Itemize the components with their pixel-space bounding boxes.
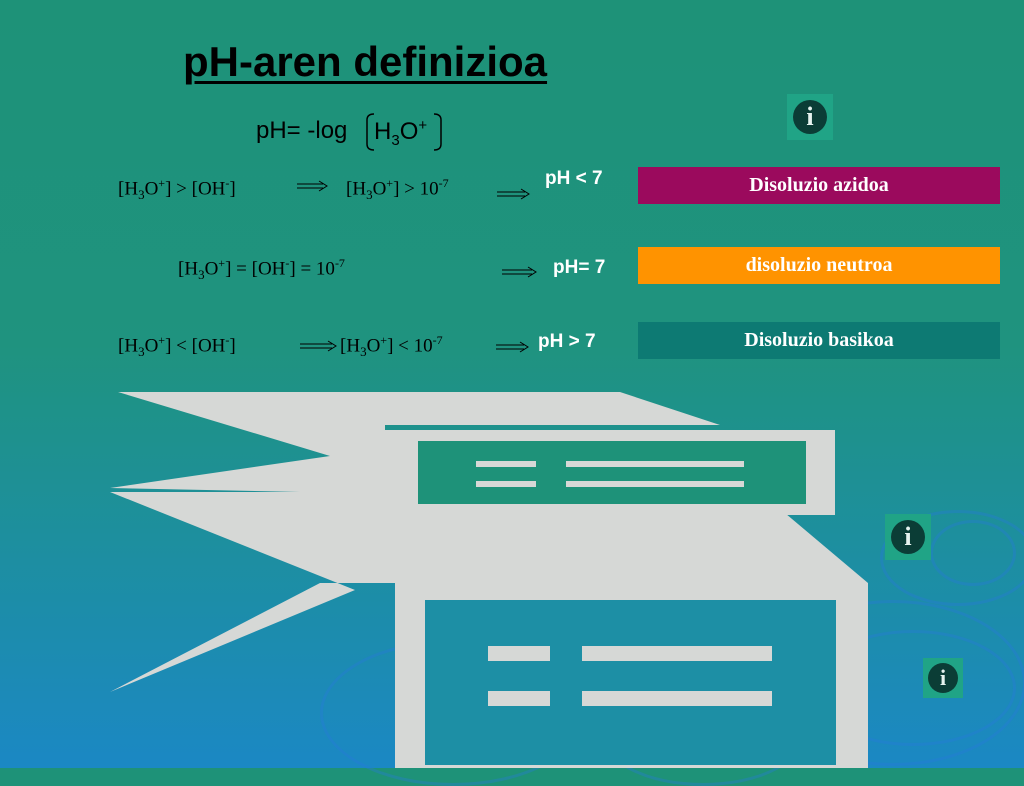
- result-box-basic: Disoluzio basikoa: [638, 322, 1000, 359]
- arrow-icon: [496, 341, 529, 353]
- row-basic-left: [H3O+] < [OH-]: [118, 333, 236, 360]
- bracket-right: [433, 113, 442, 151]
- page-title: pH-aren definizioa: [183, 38, 548, 85]
- definition-prefix: pH= -log: [256, 117, 348, 144]
- ph-definition: pH= -log: [256, 117, 347, 145]
- row-neutral: [H3O+] = [OH-] = 10-7: [178, 256, 345, 283]
- arrow-icon: [300, 340, 337, 352]
- ph-neutral-label: pH= 7: [553, 257, 606, 278]
- row-acid-mid: [H3O+] > 10-7: [346, 176, 449, 203]
- result-box-neutral: disoluzio neutroa: [638, 247, 1000, 284]
- water-ripple: [880, 510, 1024, 606]
- definition-species: H3O+: [374, 117, 428, 149]
- result-box-acid: Disoluzio azidoa: [638, 167, 1000, 204]
- arrow-icon: [497, 188, 530, 200]
- decorative-paper-graphic: [110, 392, 868, 768]
- ph-basic-label: pH > 7: [538, 331, 596, 352]
- row-acid-left: [H3O+] > [OH-]: [118, 176, 236, 203]
- row-basic-mid: [H3O+] < 10-7: [340, 333, 443, 360]
- info-icon[interactable]: i: [923, 658, 963, 698]
- ph-acid-label: pH < 7: [545, 168, 603, 189]
- bracket-left: [366, 113, 375, 151]
- info-icon[interactable]: i: [885, 514, 931, 560]
- info-icon[interactable]: i: [787, 94, 833, 140]
- arrow-icon: [502, 266, 537, 278]
- arrow-icon: [297, 180, 328, 192]
